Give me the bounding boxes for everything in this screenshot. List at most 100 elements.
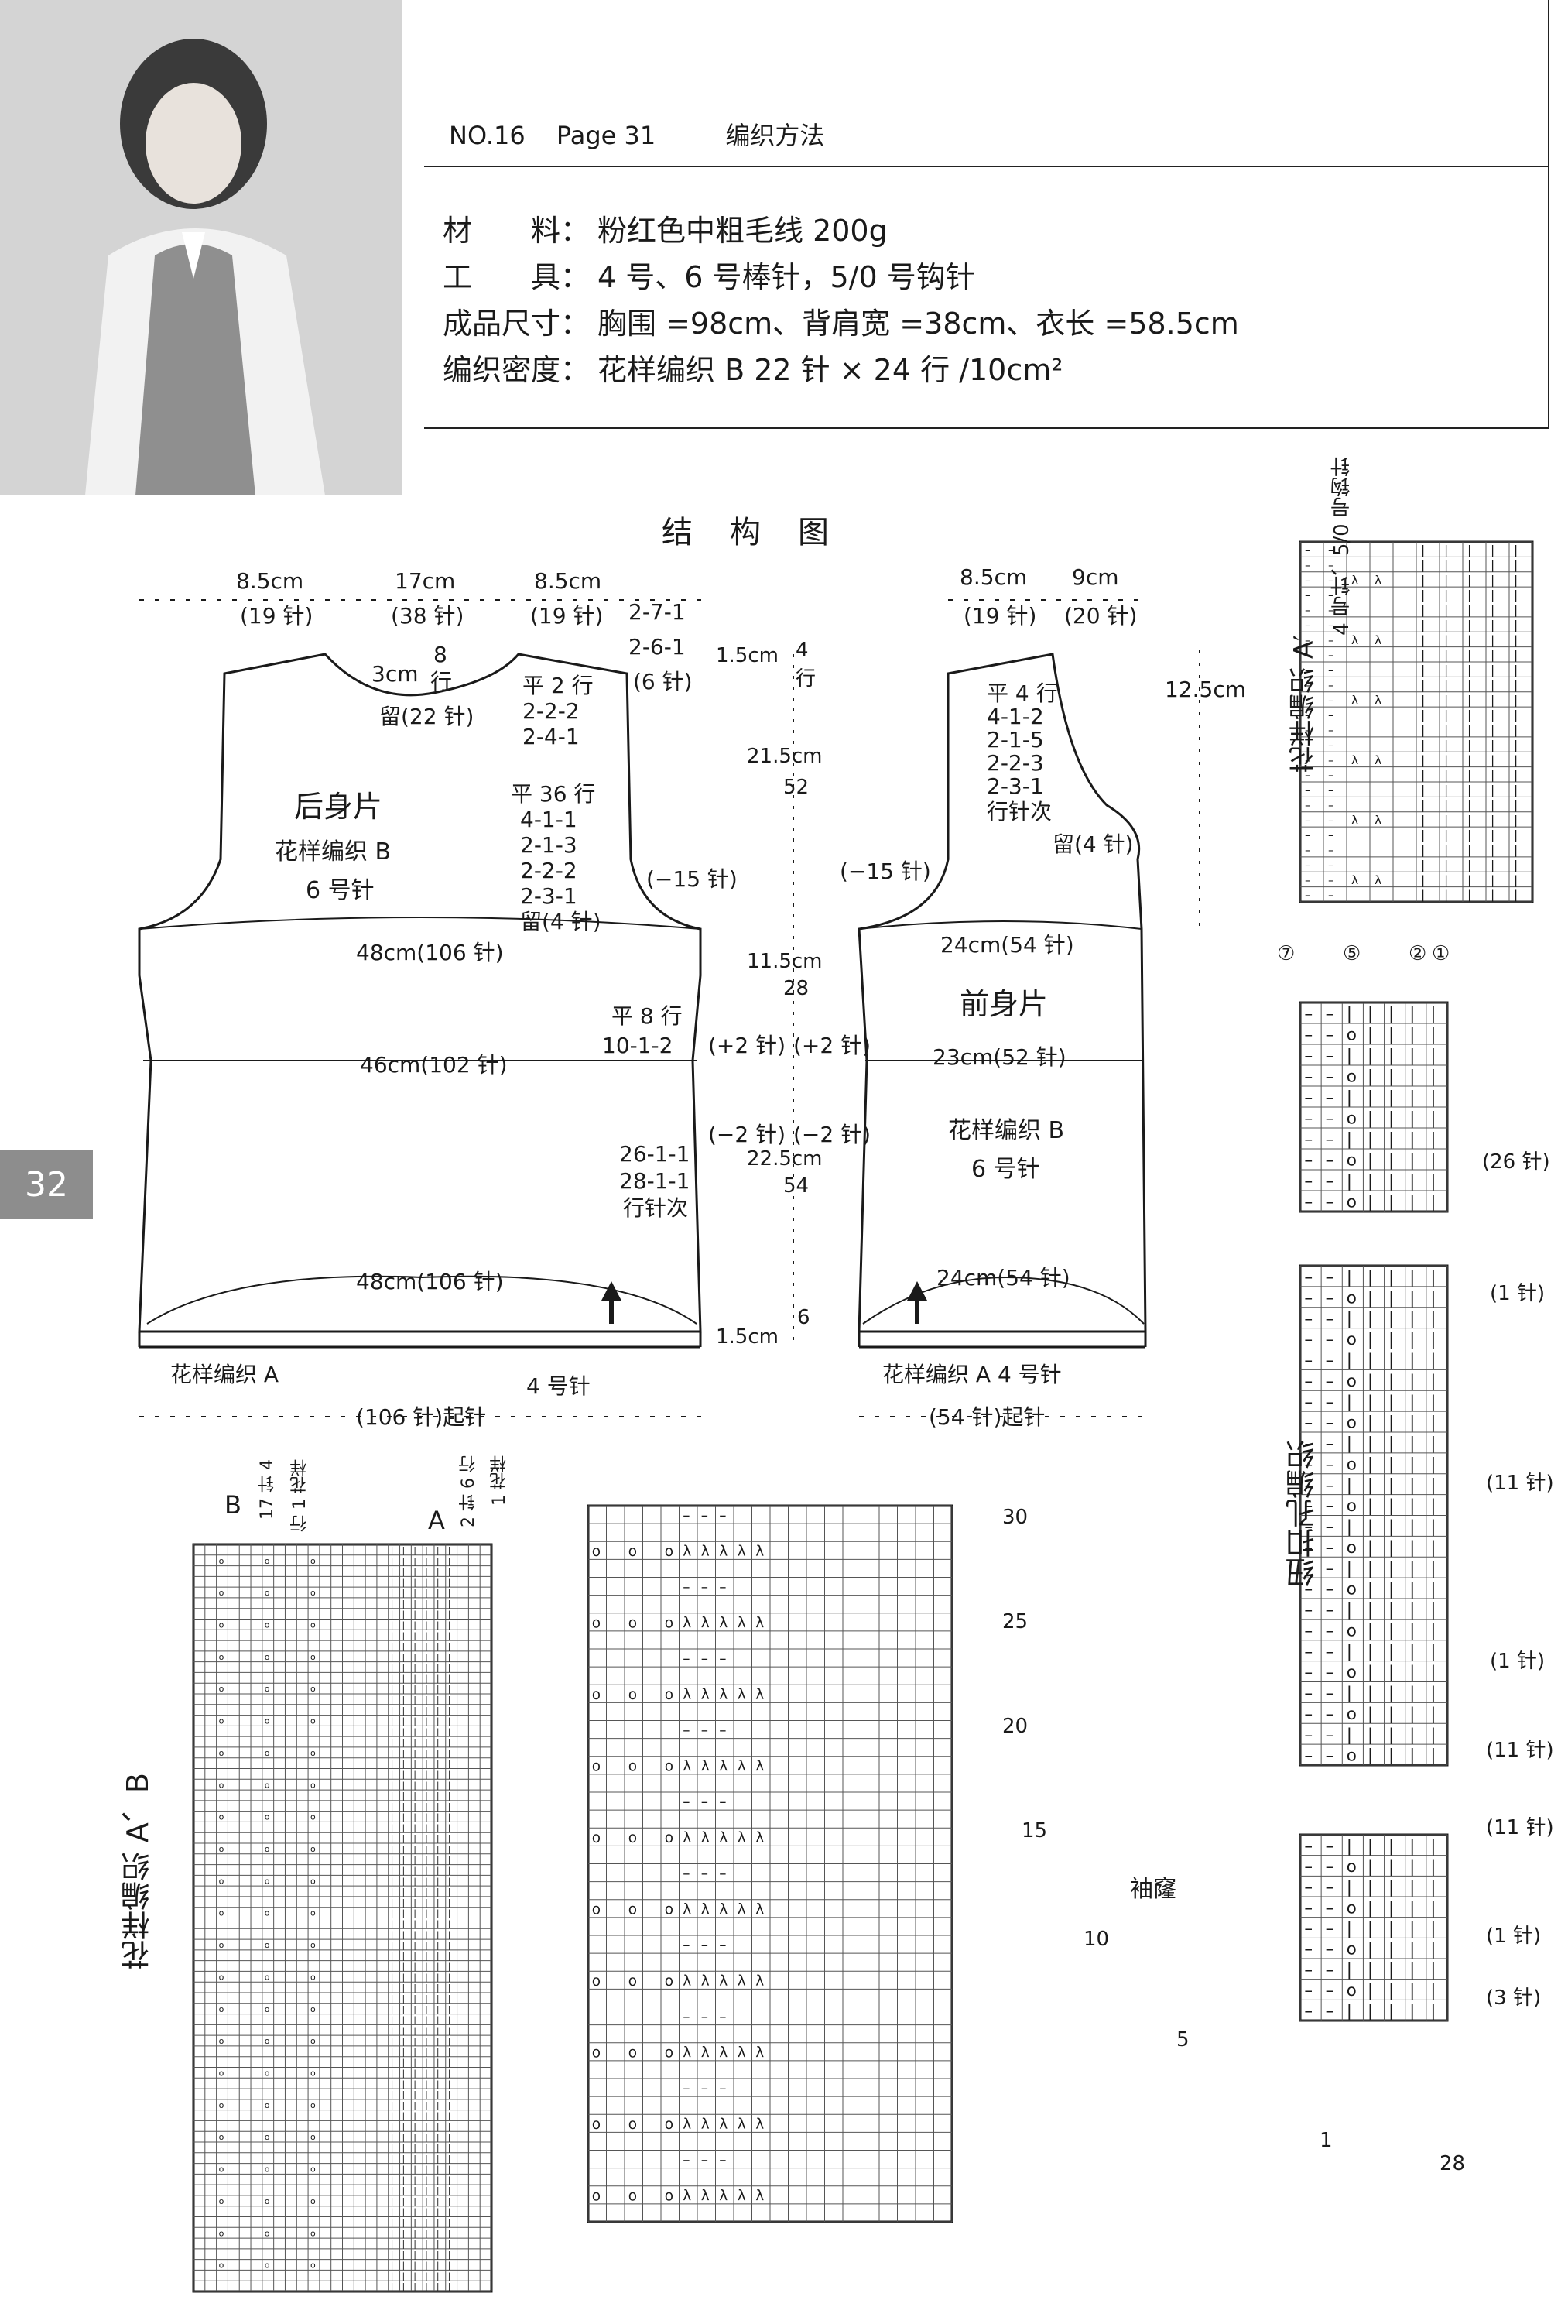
buttonhole-title: 纽扣孔编织	[1286, 1440, 1320, 1587]
chart-symbol: |	[1409, 1580, 1415, 1599]
chart-symbol: –	[1326, 1684, 1334, 1703]
chart-symbol: |	[1444, 723, 1448, 737]
chart-symbol: |	[448, 1770, 451, 1780]
chart-symbol: |	[1388, 1663, 1394, 1682]
chart-symbol: |	[425, 2175, 428, 2185]
chart-a-note-1: 2 针 6 行	[459, 1455, 478, 1527]
chart-symbol: |	[425, 2207, 428, 2217]
chart-symbol: |	[1368, 1642, 1373, 1661]
chart-symbol: |	[425, 1748, 428, 1758]
chart-symbol: o	[265, 1812, 270, 1822]
chart-symbol: |	[1444, 888, 1448, 902]
chart-symbol: |	[1368, 1538, 1373, 1558]
chart-symbol: |	[413, 1545, 416, 1555]
chart-symbol: λ	[719, 1687, 728, 1703]
chart-symbol: –	[1304, 1005, 1313, 1024]
chart-symbol: o	[628, 1615, 637, 1631]
chart-symbol: |	[402, 1663, 406, 1673]
chart-symbol: |	[413, 2271, 416, 2281]
chart-symbol: |	[448, 2079, 451, 2089]
chart-symbol: |	[413, 1929, 416, 1939]
chart-symbol: |	[448, 2271, 451, 2281]
chart-symbol: –	[1304, 1705, 1313, 1724]
front-neck-dec-2: 4-1-2	[987, 704, 1044, 729]
chart-symbol: |	[1347, 1559, 1352, 1578]
chart-symbol: –	[1305, 603, 1311, 617]
chart-symbol: λ	[738, 1901, 746, 1918]
chart-symbol: |	[402, 2271, 406, 2281]
chart-symbol: |	[1388, 1836, 1394, 1856]
chart-symbol: |	[1368, 1330, 1373, 1349]
chart-symbol: |	[1514, 573, 1518, 587]
chart-symbol: –	[1304, 1455, 1313, 1474]
chart-symbol: |	[413, 2218, 416, 2228]
chart-symbol: |	[1409, 1981, 1415, 2000]
chart-symbol: |	[425, 1962, 428, 1972]
chart-symbol: |	[1409, 2002, 1415, 2021]
chart-symbol: |	[1388, 1393, 1394, 1412]
back-dec-1: 26-1-1	[619, 1141, 690, 1167]
chart-symbol: |	[448, 1940, 451, 1950]
chart-symbol: |	[391, 2271, 394, 2281]
chart-symbol: |	[448, 2165, 451, 2175]
chart-symbol: o	[1347, 1981, 1357, 2000]
chart-symbol: |	[425, 1588, 428, 1598]
chart-symbol: |	[1444, 648, 1448, 662]
chart-symbol: |	[1409, 1068, 1415, 1087]
chart-symbol: λ	[701, 1544, 710, 1560]
chart-symbol: |	[1388, 1981, 1394, 2000]
chart-symbol: |	[1467, 753, 1471, 767]
chart-symbol: |	[1368, 1726, 1373, 1745]
chart-symbol: |	[425, 2058, 428, 2068]
chart-symbol: o	[1347, 1372, 1357, 1391]
chart-symbol: |	[448, 1897, 451, 1908]
chart-symbol: –	[1326, 1517, 1334, 1537]
chart-symbol: –	[1304, 1684, 1313, 1703]
chart-symbol: |	[391, 1791, 394, 1801]
chart-symbol: |	[1347, 1268, 1352, 1287]
chart-symbol: |	[425, 1897, 428, 1908]
chart-symbol: o	[310, 2261, 316, 2271]
chart-symbol: o	[310, 1844, 316, 1854]
chart-symbol: o	[265, 2165, 270, 2175]
chart-symbol: |	[448, 2111, 451, 2121]
chart-symbol: |	[425, 1770, 428, 1780]
chart-symbol: |	[391, 1588, 394, 1598]
chart-symbol: λ	[755, 2188, 764, 2204]
chart-symbol: |	[1430, 1836, 1436, 1856]
chart-symbol: |	[402, 1567, 406, 1577]
chart-symbol: –	[719, 1651, 726, 1668]
chart-symbol: |	[402, 2175, 406, 2185]
chart-symbol: λ	[738, 1687, 746, 1703]
bh-marker-5: ⑤	[1343, 942, 1361, 965]
chart-symbol: |	[1409, 1940, 1415, 1959]
chart-symbol: |	[425, 1684, 428, 1694]
chart-symbol: –	[1328, 693, 1334, 707]
front-neck-dec-4: 2-2-3	[987, 750, 1044, 776]
chart-symbol: o	[1347, 1109, 1357, 1129]
bh-marker-1: ①	[1432, 942, 1450, 965]
chart-symbol: |	[402, 1972, 406, 1982]
chart-symbol: –	[701, 2081, 708, 2097]
chart-symbol: |	[1430, 1517, 1436, 1537]
chart-symbol: |	[437, 2281, 440, 2291]
armhole-marker-30: 30	[1002, 1506, 1029, 1529]
chart-symbol: |	[413, 2207, 416, 2217]
chart-symbol: |	[437, 1833, 440, 1843]
chart-symbol: |	[1388, 1130, 1394, 1150]
chart-symbol: o	[310, 1972, 316, 1982]
chart-symbol: |	[448, 1705, 451, 1716]
chart-symbol: |	[437, 2058, 440, 2068]
chart-symbol: |	[437, 1972, 440, 1982]
chart-symbol: |	[413, 1748, 416, 1758]
chart-symbol: |	[425, 1663, 428, 1673]
chart-symbol: |	[413, 1556, 416, 1566]
chart-symbol: |	[425, 1737, 428, 1747]
armhole-marker-1: 1	[1320, 2129, 1333, 2152]
chart-symbol: |	[1421, 618, 1425, 632]
chart-symbol: |	[413, 1737, 416, 1747]
chart-symbol: o	[665, 1973, 673, 1990]
chart-symbol: |	[1514, 753, 1518, 767]
chart-symbol: |	[391, 2228, 394, 2238]
back-shoulder-1: 2-7-1	[628, 599, 686, 625]
